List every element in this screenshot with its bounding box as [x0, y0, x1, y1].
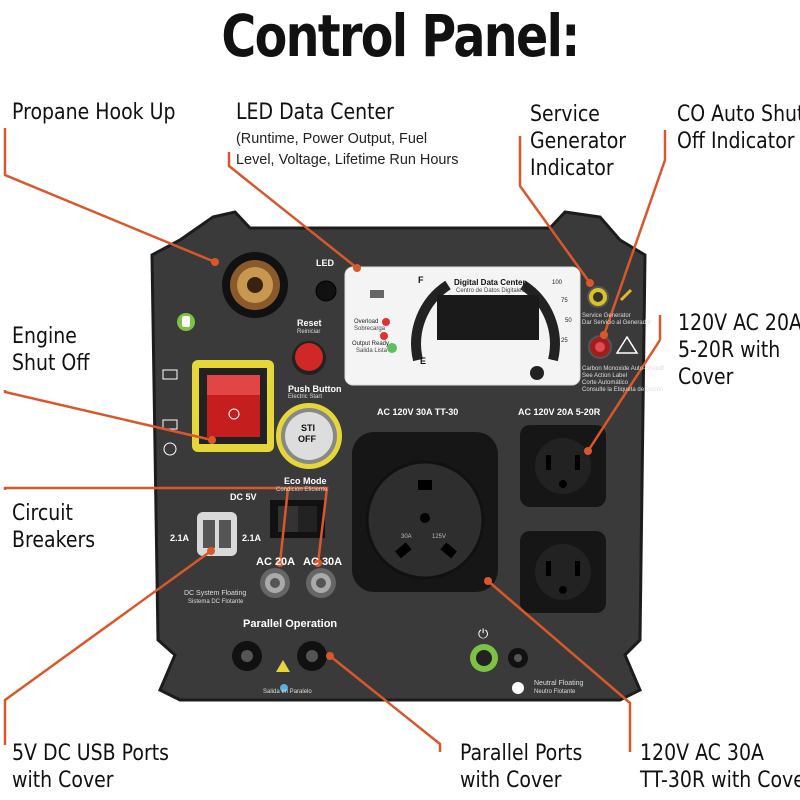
neutral-floating-es-label: Neutro Flotante — [534, 689, 576, 695]
scale-25-label: 25 — [561, 338, 568, 344]
outlet-20a-label: 120V AC 20A 5-20R with Cover — [678, 311, 800, 390]
outlet-20a-top — [520, 425, 606, 507]
ground-icon — [512, 682, 524, 694]
battery-icon — [162, 369, 178, 380]
led-data-center-label: LED Data Center (Runtime, Power Output, … — [236, 100, 459, 168]
neutral-floating-label: Neutral Floating — [534, 680, 584, 687]
co-panel-label-3: Corte Automático — [582, 380, 629, 386]
parallel-out-label: Salida en Paralelo — [263, 689, 312, 695]
electric-start-label: Electric Start — [288, 394, 323, 400]
circuit-breakers-label: Circuit Breakers — [12, 501, 96, 553]
engine-shutoff-label: Engine Shut Off — [12, 324, 90, 376]
dc-floating-label: DC System Floating — [184, 590, 247, 597]
panel-body — [150, 210, 647, 702]
tt30-rating-1: 30A — [401, 534, 412, 540]
page-title: Control Panel: — [221, 2, 580, 70]
breaker-30a-label: AC 30A — [303, 556, 343, 568]
eco-mode-switch — [270, 500, 325, 538]
output-ready-label: Output Ready — [352, 341, 390, 347]
reset-es-label: Reiniciar — [297, 329, 321, 335]
eco-mode-label: Eco Mode — [284, 476, 327, 486]
led-button — [315, 280, 337, 302]
dc-floating-es-label: Sistema DC Flotante — [188, 599, 244, 605]
usb-ports — [197, 512, 237, 556]
parallel-port-left — [232, 641, 262, 671]
scale-100-label: 100 — [552, 280, 563, 286]
parallel-ports-label: Parallel Ports with Cover — [460, 741, 583, 793]
led-label: LED — [316, 258, 334, 268]
tt30-rating-2: 125V — [432, 534, 447, 540]
outlet-30a-label: 120V AC 30A TT-30R with Cover — [640, 741, 800, 793]
warning-triangle-icon — [276, 660, 290, 672]
service-generator-indicator-label: Service Generator Indicator — [530, 102, 627, 181]
propane-connector-icon — [222, 252, 288, 318]
propane-hookup-label: Propane Hook Up — [12, 100, 176, 125]
power-button — [470, 644, 498, 672]
ddc-title-es: Centro de Datos Digitales — [456, 288, 525, 294]
usb-left-amp-label: 2.1A — [170, 533, 190, 543]
co-warning-icon — [615, 335, 639, 354]
eco-mode-es-label: Condición Eficiente — [276, 487, 328, 493]
co-panel-label-2: See Action Label — [582, 373, 628, 379]
parallel-operation-label: Parallel Operation — [243, 618, 338, 630]
dc5v-label: DC 5V — [230, 492, 257, 502]
engine-shutoff-switch — [192, 360, 274, 452]
co-indicator-light — [588, 335, 612, 359]
co-panel-label-4: Consulte la Etiqueta de Acción — [582, 387, 664, 393]
usb-right-amp-label: 2.1A — [242, 533, 262, 543]
overload-es-label: Sobrecarga — [354, 326, 386, 332]
circuit-breaker-30a — [306, 568, 336, 598]
callout-leader-lines — [3, 128, 667, 752]
outlet-20a-bottom — [520, 531, 606, 613]
service-generator-es-label: Dar Servicio al Generador — [582, 320, 652, 326]
ac30-outlet-label: AC 120V 30A TT-30 — [377, 407, 459, 417]
scale-0-label: 0 — [551, 356, 555, 362]
breaker-20a-label: AC 20A — [256, 556, 296, 568]
fuel-off-icon — [162, 419, 178, 430]
fuel-empty-label: E — [420, 356, 427, 366]
digital-data-center — [344, 266, 581, 386]
scale-50-label: 50 — [565, 318, 572, 324]
switch-on-label: STI — [301, 423, 316, 433]
scale-75-label: 75 — [561, 298, 568, 304]
callout-leader-dots — [207, 258, 608, 660]
reset-label: Reset — [297, 318, 322, 328]
service-generator-light — [587, 286, 609, 308]
switch-off-label: OFF — [298, 434, 316, 444]
neutral-port — [508, 648, 528, 668]
ddc-title: Digital Data Center — [454, 278, 526, 287]
circuit-breaker-20a — [260, 568, 290, 598]
usb-ports-label: 5V DC USB Ports with Cover — [12, 741, 170, 793]
tt30-outlet — [352, 432, 498, 592]
overload-label: Overload — [354, 319, 379, 325]
parallel-port-right — [297, 641, 327, 671]
wrench-icon — [619, 288, 633, 302]
co-panel-label-1: Carbon Monoxide Auto-Shutoff — [582, 366, 664, 372]
output-ready-es-label: Salida Lista — [356, 348, 388, 354]
fuel-full-label: F — [418, 275, 424, 285]
power-symbol-icon: ⏻ — [478, 627, 488, 642]
service-generator-panel-label: Service Generator — [582, 313, 631, 319]
prohibition-icon — [163, 442, 177, 456]
push-button-label: Push Button — [288, 384, 342, 394]
co-auto-shutoff-label: CO Auto Shut Off Indicator — [677, 102, 800, 154]
reset-button — [292, 341, 326, 375]
propane-indicator-icon — [177, 313, 195, 331]
ac20-outlet-label: AC 120V 20A 5-20R — [518, 407, 601, 417]
